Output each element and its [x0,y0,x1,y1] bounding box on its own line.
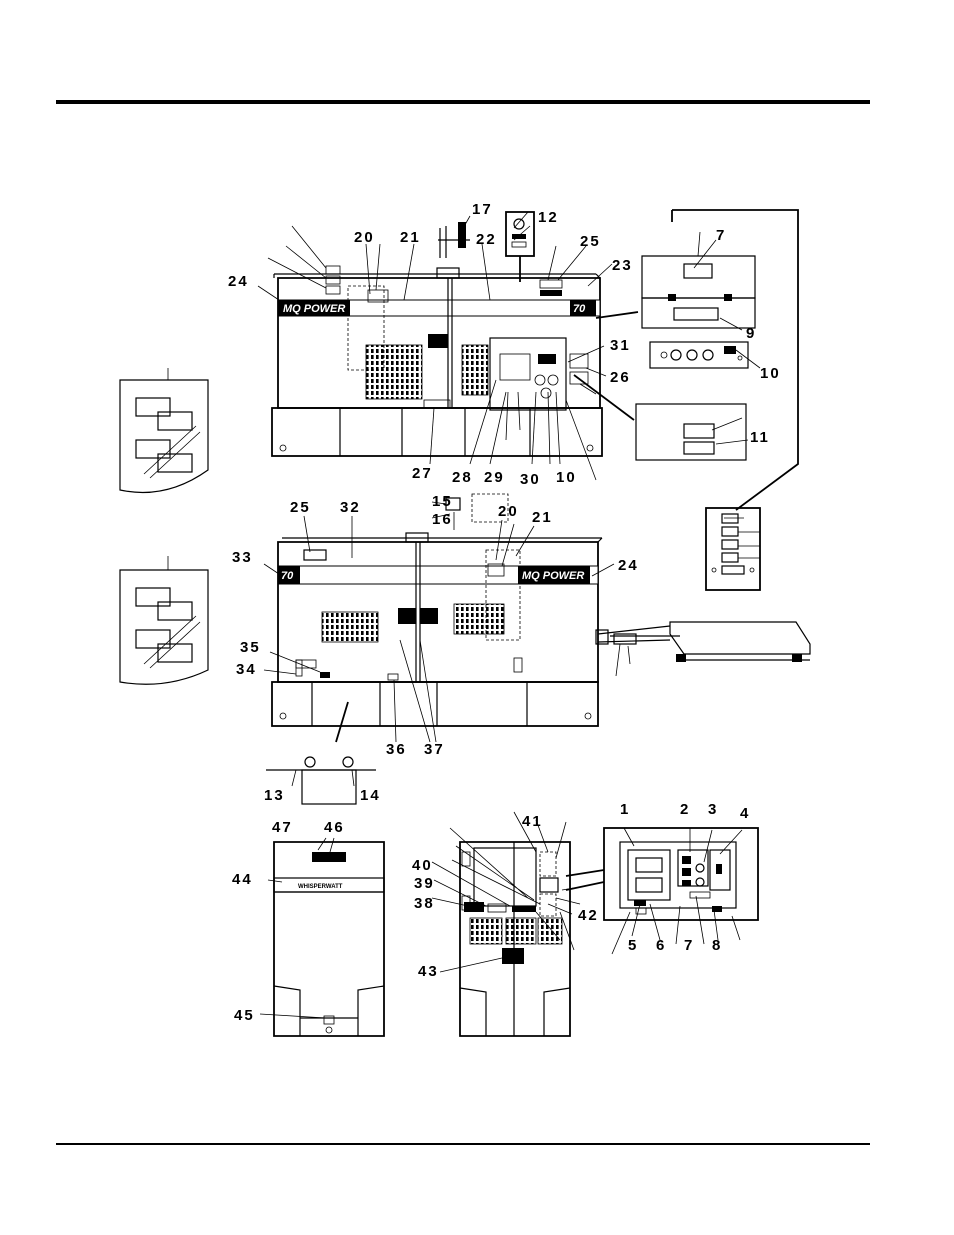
control-panel [490,338,566,410]
vent-grill [454,604,504,634]
detail-17 [438,222,470,258]
callout-17: 17 [472,201,493,218]
detail-12 [506,212,534,282]
callout-10-right: 10 [760,365,781,382]
callout-4: 4 [740,805,750,822]
callout-23: 23 [612,257,633,274]
callout-24-top: 24 [228,273,249,290]
callout-31: 31 [610,337,631,354]
callout-5: 5 [628,937,638,954]
callout-3: 3 [708,801,718,818]
callout-10-mid: 10 [556,469,577,486]
decal-sheet-1 [120,368,208,493]
vent-grill [538,918,562,944]
receptacle-panel-detail [650,342,748,368]
callout-24-mid: 24 [618,557,639,574]
callout-28: 28 [452,469,473,486]
callout-33: 33 [232,549,253,566]
callout-35: 35 [240,639,261,656]
callout-30: 30 [520,471,541,488]
callout-7-bottom: 7 [684,937,694,954]
callout-26: 26 [610,369,631,386]
callout-22: 22 [476,231,497,248]
vent-grill [462,345,488,395]
vent-grill [506,918,536,944]
callout-14: 14 [360,787,381,804]
callout-16: 16 [432,511,453,528]
callout-29: 29 [484,469,505,486]
small-switch-panel [706,508,760,590]
callout-32: 32 [340,499,361,516]
callout-47: 47 [272,819,293,836]
callout-6: 6 [656,937,666,954]
front-decal-text: WHISPERWATT [298,884,343,890]
decal-sheet-2 [120,556,208,684]
callout-40: 40 [412,857,433,874]
generator-right-side-view: 70 MQ POWER [272,533,602,726]
callout-25-top: 25 [580,233,601,250]
callout-25-mid: 25 [290,499,311,516]
vent-grill [322,612,378,642]
brand-decal-right-text: MQ POWER [522,570,584,582]
cover-detail-11 [636,404,746,460]
callout-21-top: 21 [400,229,421,246]
brand-decal-left-text: MQ POWER [283,303,345,315]
vent-grill [470,918,502,944]
generator-rear-view [460,842,570,1036]
callout-7-top: 7 [716,227,726,244]
callout-27: 27 [412,465,433,482]
model-decal-left-text: 70 [573,303,586,315]
callout-8: 8 [712,937,722,954]
callout-39: 39 [414,875,435,892]
callout-37: 37 [424,741,445,758]
callout-43: 43 [418,963,439,980]
callout-44: 44 [232,871,253,888]
callout-9: 9 [746,325,756,342]
model-decal-right-text: 70 [281,570,294,582]
callout-34: 34 [236,661,257,678]
main-control-panel-detail [604,828,758,920]
callout-20-mid: 20 [498,503,519,520]
callout-13: 13 [264,787,285,804]
callout-15: 15 [432,493,453,510]
generator-front-view: WHISPERWATT [274,842,384,1036]
callout-45: 45 [234,1007,255,1024]
rear-logo [502,948,524,964]
callout-1: 1 [620,801,630,818]
callout-36: 36 [386,741,407,758]
callout-20-top: 20 [354,229,375,246]
callout-38: 38 [414,895,435,912]
generator-left-side-view: MQ POWER 70 [272,266,602,456]
callout-46: 46 [324,819,345,836]
vent-grill [366,345,422,399]
trailer-view [596,622,810,662]
callout-21-mid: 21 [532,509,553,526]
callout-2: 2 [680,801,690,818]
warning-decal [428,334,448,348]
callout-41: 41 [522,813,543,830]
callout-11: 11 [750,429,770,446]
door-panel-detail [642,256,755,328]
callout-42: 42 [578,907,599,924]
callout-12: 12 [538,209,559,226]
